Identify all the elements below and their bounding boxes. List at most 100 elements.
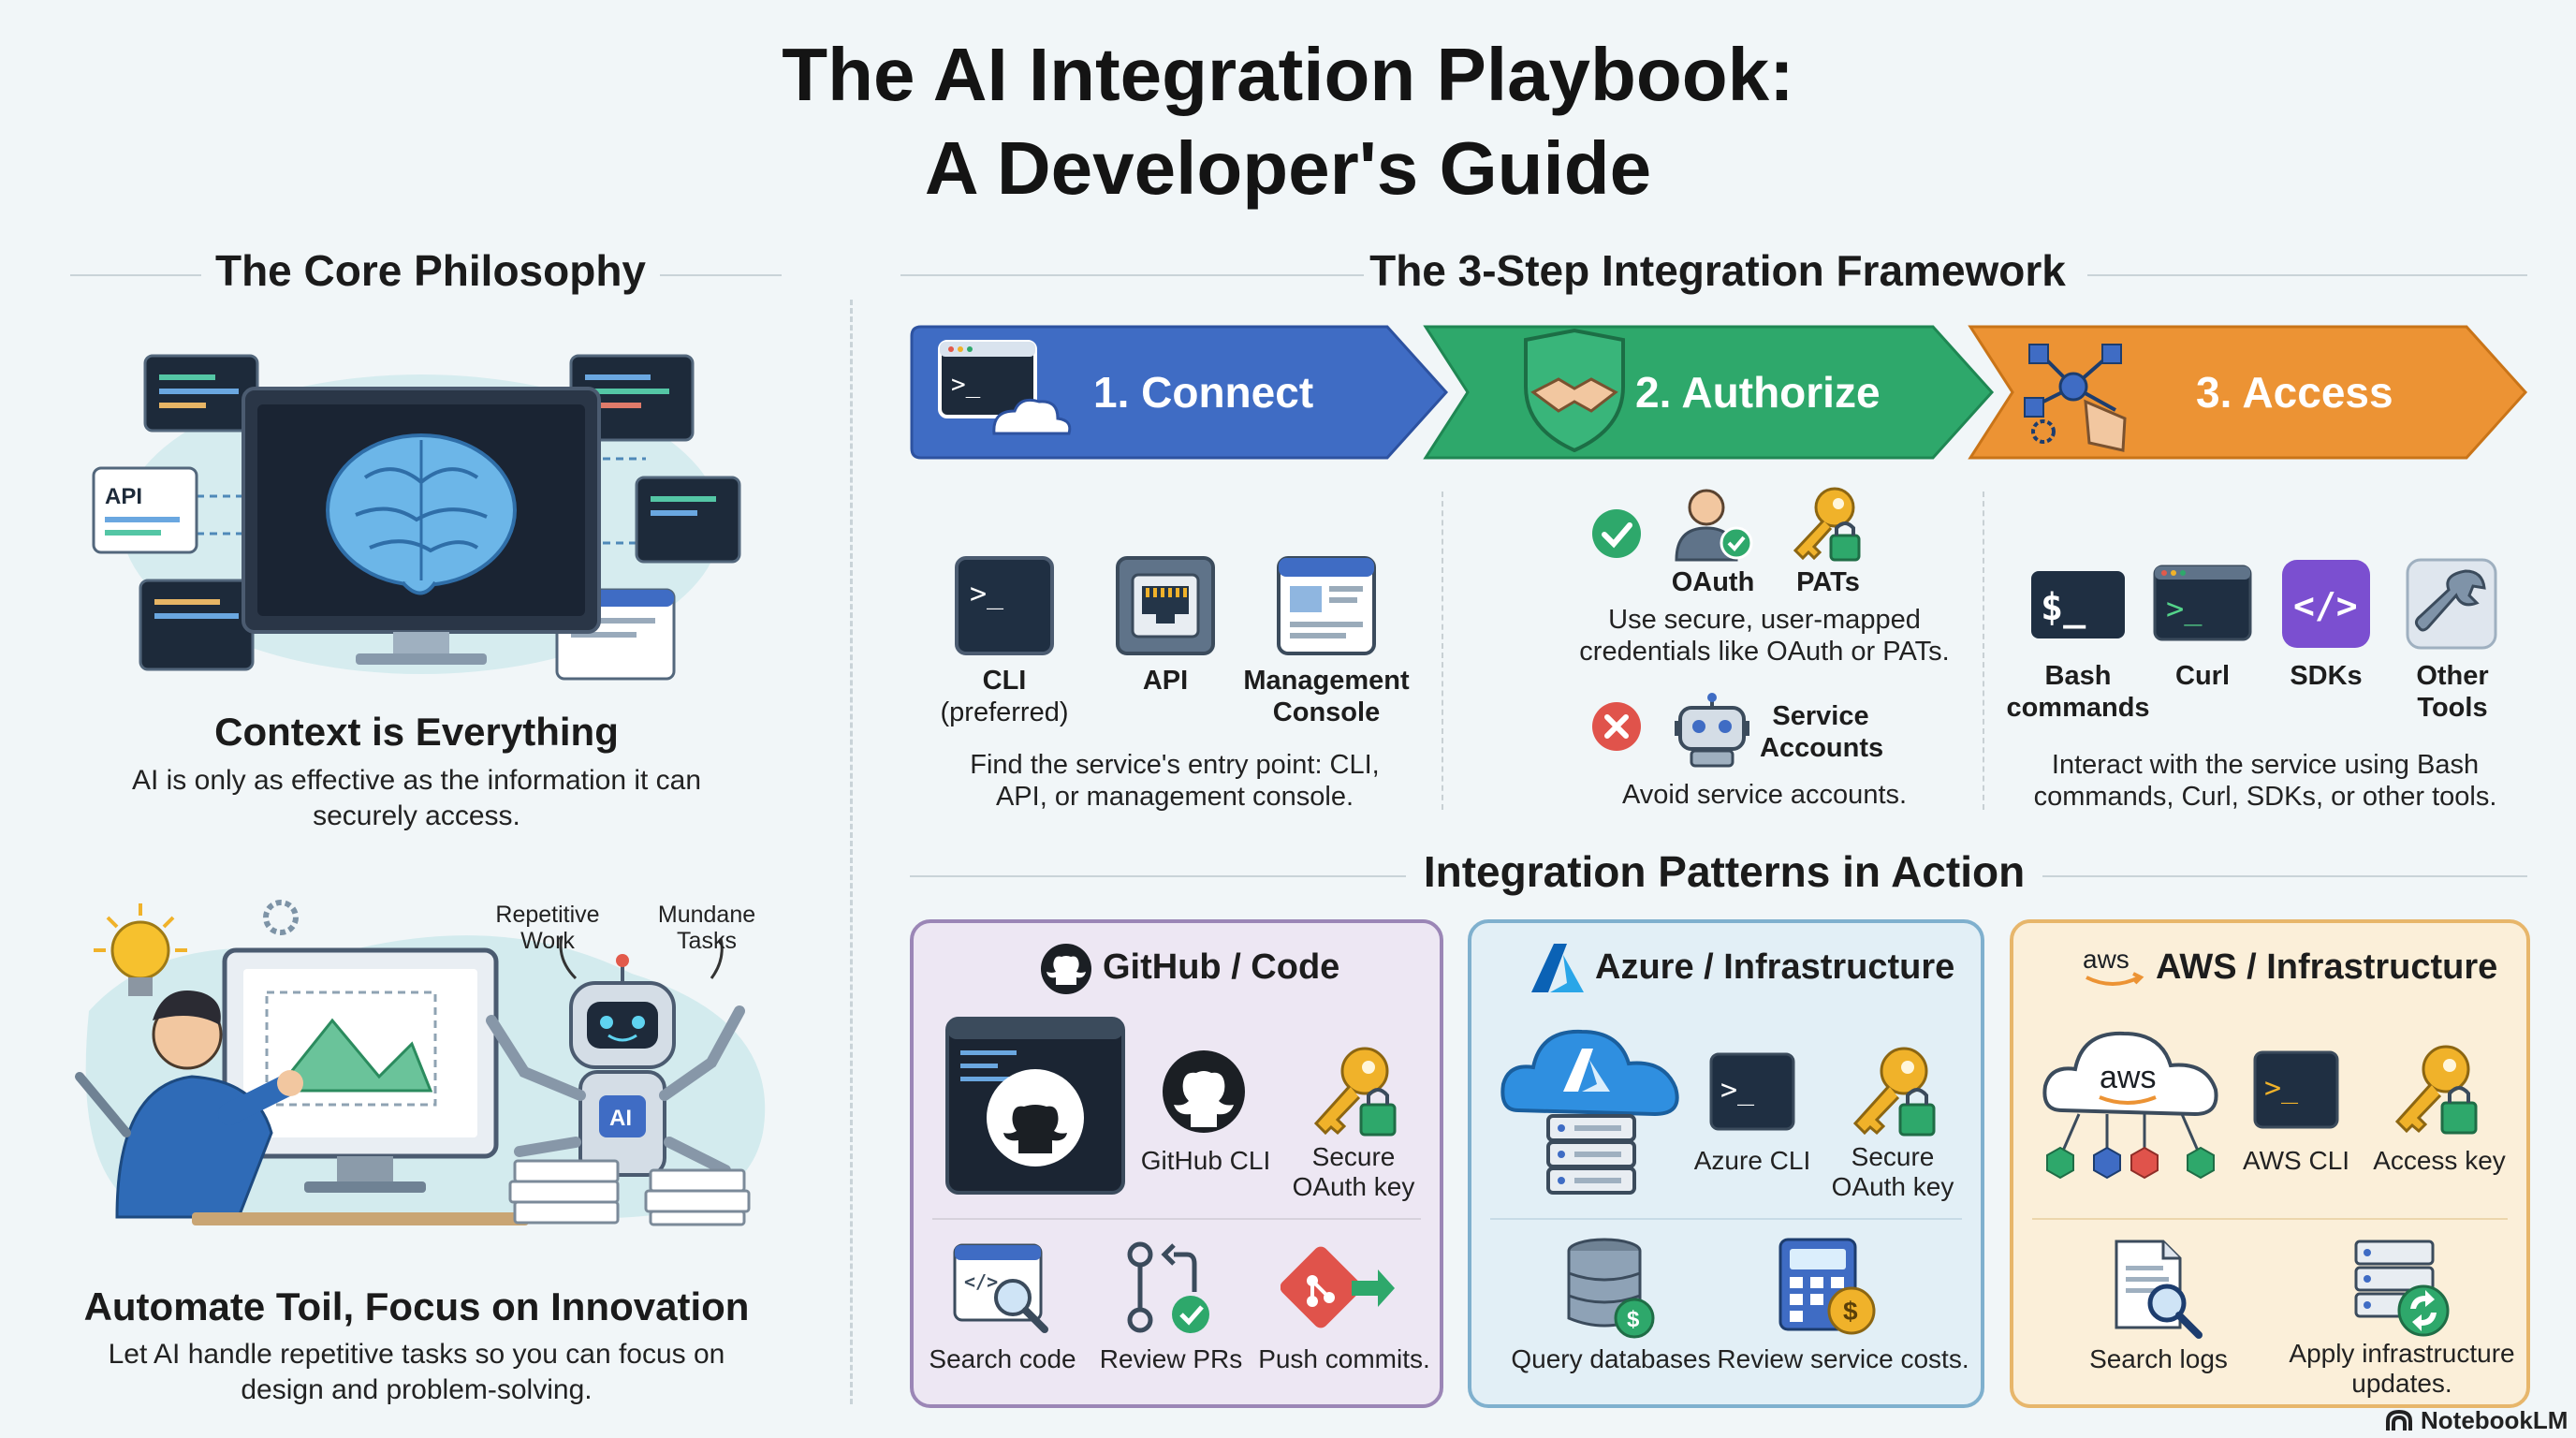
aws-logo-icon: aws <box>2081 940 2146 994</box>
auth-bad-text: Avoid service accounts. <box>1621 780 1908 810</box>
access-item-label: Bash <box>2044 661 2112 691</box>
title-line-1: The AI Integration Playbook: <box>782 33 1794 116</box>
step-arrows: >_ <box>908 321 2532 463</box>
github-card-title: GitHub / Code <box>1103 947 1340 987</box>
automate-heading: Automate Toil, Focus on Innovation <box>83 1284 750 1328</box>
title-line-2: A Developer's Guide <box>924 126 1652 210</box>
connect-description: Find the service's entry point: CLI, API… <box>970 750 1380 812</box>
column-divider <box>1442 492 1443 810</box>
calculator-cost-icon: $ <box>1777 1236 1878 1339</box>
access-item-sub: Tools <box>2417 693 2488 723</box>
access-item-other: Other Tools <box>2396 660 2509 724</box>
divider <box>70 274 201 276</box>
context-heading: Context is Everything <box>214 710 619 754</box>
push-commit-icon <box>1281 1243 1398 1333</box>
context-illustration: API <box>84 318 758 693</box>
azure-review-costs-label: Review service costs. <box>1717 1344 1969 1373</box>
terminal-icon: >_ <box>1709 1052 1795 1131</box>
github-screen-icon <box>945 1017 1125 1195</box>
svg-text:</>: </> <box>2293 585 2358 626</box>
notebooklm-logo-icon <box>2386 1409 2412 1431</box>
step-authorize-label: 2. Authorize <box>1635 368 1881 417</box>
automate-text: Let AI handle repetitive tasks so you ca… <box>108 1339 725 1405</box>
ethernet-port-icon <box>1114 554 1217 657</box>
divider <box>2087 274 2527 276</box>
curl-terminal-icon: >_ <box>2153 565 2252 641</box>
key-lock-icon <box>1788 485 1863 564</box>
github-card: GitHub / Code GitHub CLI Secure OAuth ke… <box>910 919 1443 1408</box>
aws-card: aws AWS / Infrastructure aws >_ AWS CLI … <box>2010 919 2530 1408</box>
azure-card-title: Azure / Infrastructure <box>1595 947 1955 987</box>
card-divider <box>932 1218 1421 1220</box>
azure-card: Azure / Infrastructure >_ Azure CLI Secu… <box>1468 919 1984 1408</box>
svg-text:aws: aws <box>2100 1060 2156 1095</box>
svg-text:$: $ <box>1627 1307 1640 1332</box>
check-icon <box>1591 508 1642 559</box>
patterns-section-title: Integration Patterns in Action <box>1423 847 2026 896</box>
aws-card-title: AWS / Infrastructure <box>2156 947 2498 987</box>
notebooklm-label: NotebookLM <box>2421 1405 2569 1434</box>
access-item-bash: Bash commands <box>2003 660 2153 724</box>
auth-good-text: Use secure, user-mapped credentials like… <box>1579 605 1950 667</box>
github-push-commits-label: Push commits. <box>1258 1344 1430 1373</box>
svg-text:>_: >_ <box>2264 1072 2299 1105</box>
notebooklm-brand: NotebookLM <box>2385 1404 2572 1436</box>
azure-logo-icon <box>1530 942 1586 994</box>
framework-section-title: The 3-Step Integration Framework <box>1369 246 2066 295</box>
auth-pats-label: PATs <box>1796 567 1860 597</box>
card-divider <box>1490 1218 1962 1220</box>
section-divider <box>850 300 853 1404</box>
svg-text:$_: $_ <box>2041 586 2086 629</box>
access-item-sdks: SDKs <box>2290 661 2363 691</box>
connect-item-sub: Console <box>1272 697 1381 727</box>
callout-repetitive-work: Repetitive Work <box>495 902 600 954</box>
access-item-label: Other <box>2416 661 2489 691</box>
wrench-icon <box>2406 558 2497 650</box>
aws-cli-label: AWS CLI <box>2242 1146 2350 1175</box>
svg-text:>_: >_ <box>951 371 981 399</box>
robot-icon <box>1671 693 1753 768</box>
philosophy-section-title: The Core Philosophy <box>214 246 647 295</box>
svg-text:API: API <box>105 484 142 509</box>
key-lock-icon <box>2388 1043 2481 1137</box>
pull-request-icon <box>1121 1240 1215 1337</box>
aws-access-key-label: Access key <box>2373 1146 2506 1175</box>
access-item-curl: Curl <box>2175 661 2230 691</box>
divider <box>660 274 782 276</box>
code-brackets-icon: </> <box>2280 558 2372 650</box>
user-check-icon <box>1671 487 1755 562</box>
svg-text:>_: >_ <box>1720 1074 1755 1107</box>
search-code-icon: </> <box>951 1241 1052 1335</box>
github-cli-label: GitHub CLI <box>1140 1146 1271 1175</box>
card-divider <box>2032 1218 2508 1220</box>
connect-item-console: Management Console <box>1237 665 1415 728</box>
svg-text:</>: </> <box>964 1270 998 1293</box>
github-oauth-label: Secure OAuth key <box>1292 1142 1415 1201</box>
svg-text:>_: >_ <box>970 578 1004 610</box>
aws-apply-updates-label: Apply infrastructure updates. <box>2289 1339 2515 1398</box>
azure-cloud-server-icon <box>1500 1017 1683 1204</box>
auth-service-accounts-label: Service Accounts <box>1760 701 1884 763</box>
divider <box>900 274 1364 276</box>
key-lock-icon <box>1307 1045 1400 1138</box>
step-access-label: 3. Access <box>2196 368 2393 417</box>
azure-cli-label: Azure CLI <box>1693 1146 1811 1175</box>
automate-illustration: AI <box>51 889 791 1264</box>
connect-item-label: CLI <box>982 666 1027 696</box>
azure-oauth-label: Secure OAuth key <box>1831 1142 1954 1201</box>
terminal-icon: >_ <box>953 554 1056 657</box>
access-item-sub: commands <box>2006 693 2150 723</box>
svg-text:aws: aws <box>2083 945 2130 974</box>
step-connect-label: 1. Connect <box>1093 368 1314 417</box>
search-logs-icon <box>2111 1238 2204 1339</box>
connect-item-label: Management <box>1243 666 1410 696</box>
dollar-terminal-icon: $_ <box>2029 569 2127 640</box>
connect-item-api: API <box>1142 666 1189 696</box>
divider <box>910 875 1406 877</box>
database-icon: $ <box>1565 1236 1655 1339</box>
server-sync-icon <box>2350 1236 2453 1339</box>
azure-query-db-label: Query databases <box>1511 1344 1711 1373</box>
key-lock-icon <box>1846 1045 1939 1138</box>
callout-mundane-tasks: Mundane Tasks <box>657 902 756 954</box>
github-search-code-label: Search code <box>929 1344 1076 1373</box>
